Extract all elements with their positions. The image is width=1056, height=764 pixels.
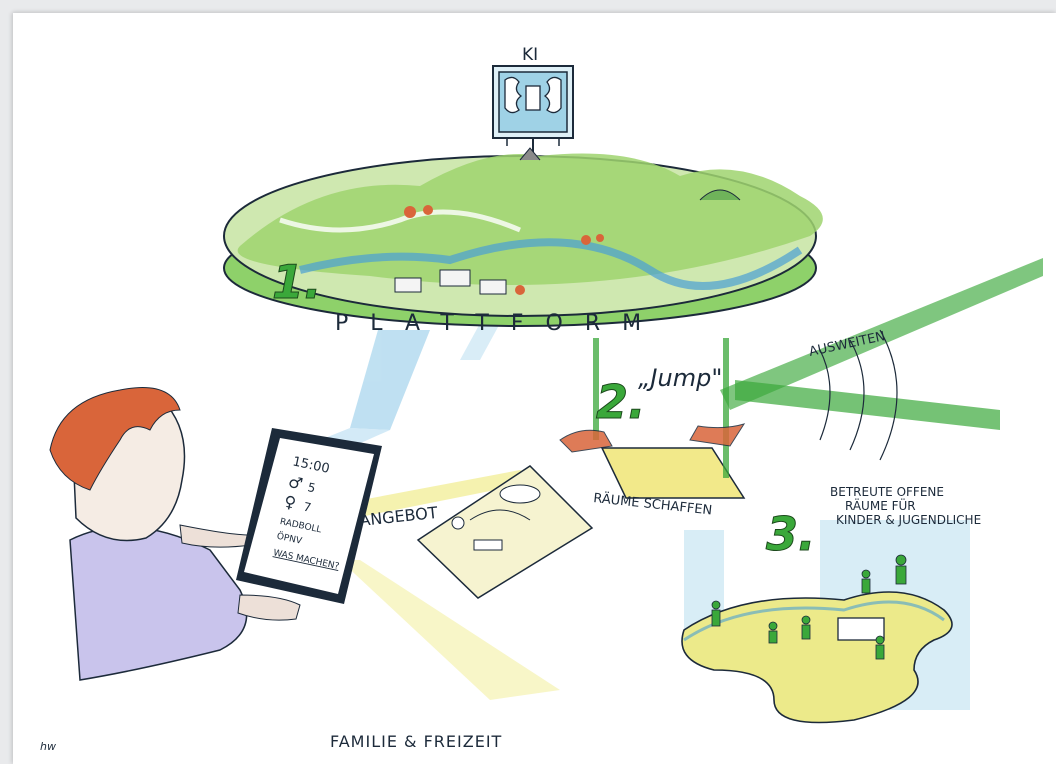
ki-label: KI [522,45,538,65]
sketch-sheet: KI 1. PLATTFORM [13,13,1056,764]
ki-chip-icon [492,65,574,152]
signature: hw [40,740,56,753]
tablet-female-icon: ♀ [282,492,297,513]
angebot-card [416,465,594,599]
platform-label: PLATTFORM [335,311,663,336]
sketch-illustration: KI 1. PLATTFORM [40,45,1043,753]
tablet-male-icon: ♂ [287,472,305,494]
person-illustration [49,387,301,681]
jump-number: 2. [596,375,645,429]
spaces-number: 3. [766,507,815,561]
platform-number: 1. [272,255,321,309]
jump-label: „Jump" [638,364,722,392]
open-spaces-scene [681,520,970,724]
spaces-line1: BETREUTE OFFENE [830,485,944,499]
tablet-line2: ÖPNV [276,531,304,547]
tablet-device [236,428,382,604]
caption: FAMILIE & FREIZEIT [330,732,502,751]
platform-disc [223,147,823,327]
spaces-line2: RÄUME FÜR [845,497,916,513]
tablet-age: 5 [306,480,316,495]
jump-frame [559,258,1043,499]
tablet-age2: 7 [302,500,312,515]
spaces-line3: KINDER & JUGENDLICHE [836,513,981,527]
